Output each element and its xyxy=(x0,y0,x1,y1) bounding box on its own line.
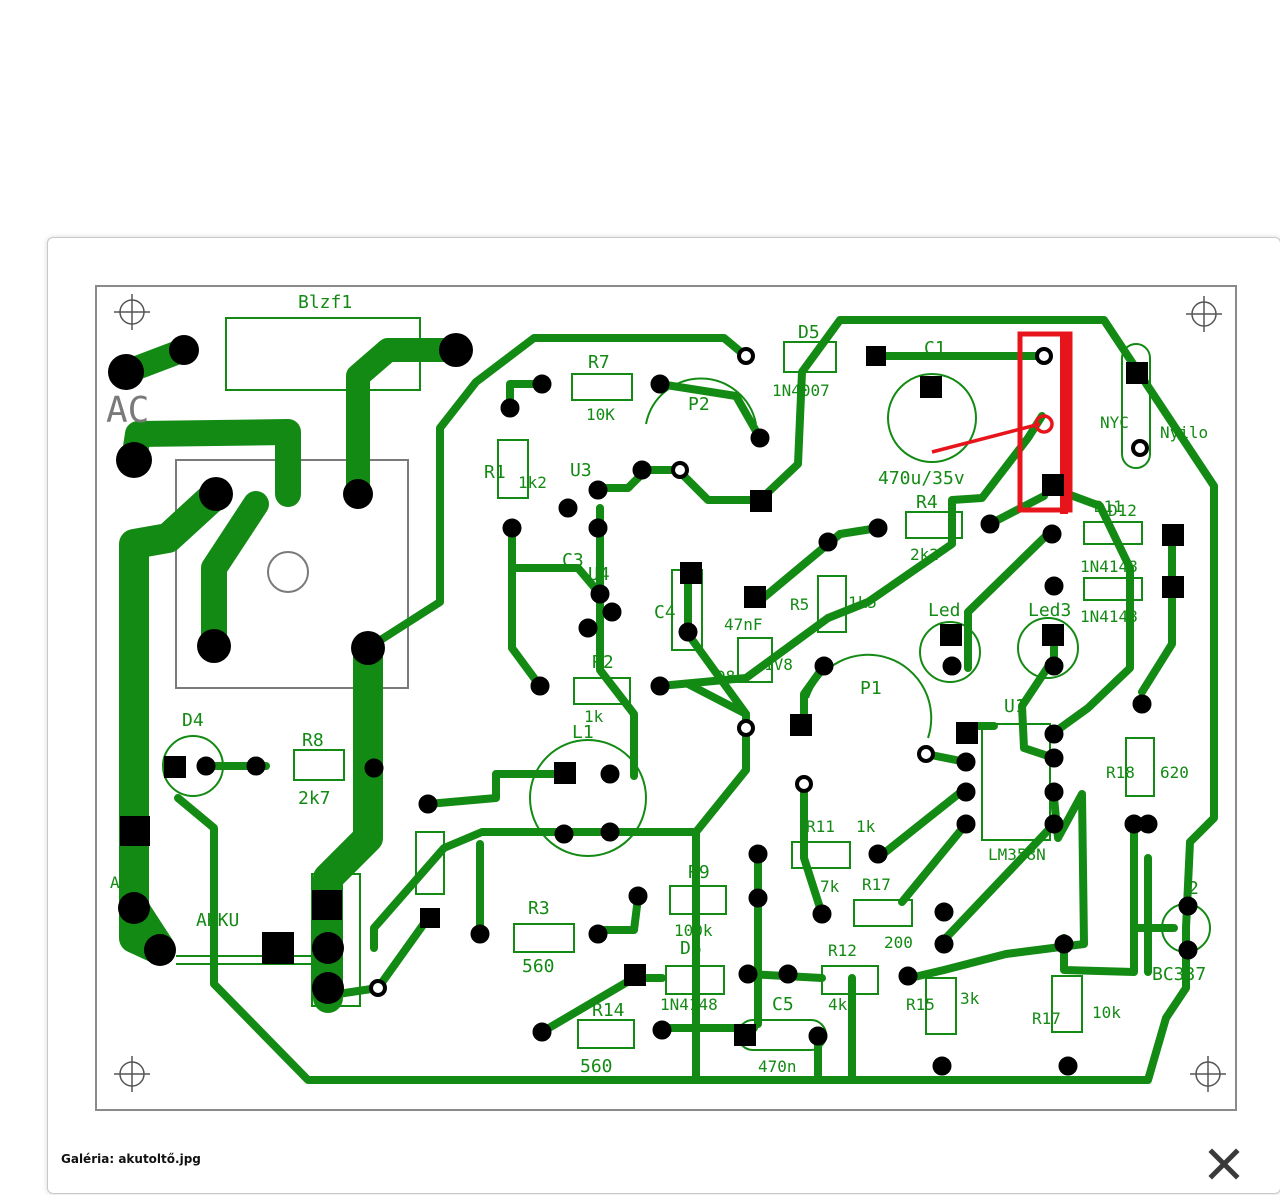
label-r11b: 7k xyxy=(820,877,840,896)
label-r12: R12 xyxy=(828,941,857,960)
label-p2: P2 xyxy=(688,394,710,415)
mounting-hole-bl xyxy=(114,1056,150,1092)
label-r4v: 2k2 xyxy=(910,545,939,564)
label-r4: R4 xyxy=(916,492,938,513)
pcb-image: Blzf1 AC R7 10K P2 D5 1N4007 C1 470u/35v… xyxy=(95,285,1237,1111)
label-r11v: 1k xyxy=(856,817,876,836)
label-r17: R17 xyxy=(862,875,891,894)
label-d5: D5 xyxy=(798,322,820,343)
label-r3: R3 xyxy=(528,898,550,919)
label-d6v: 1N4148 xyxy=(660,995,718,1014)
label-r8: R8 xyxy=(302,730,324,751)
label-r15: R15 xyxy=(906,995,935,1014)
label-r2: R2 xyxy=(592,652,614,673)
caption-filename: akutoltő.jpg xyxy=(118,1152,201,1166)
label-r14: R14 xyxy=(592,1000,625,1021)
label-r11: R11 xyxy=(806,817,835,836)
mounting-hole-tl xyxy=(114,294,150,330)
copper-traces xyxy=(114,316,1218,1084)
label-c3: C3 xyxy=(562,550,584,571)
label-d4: D4 xyxy=(182,710,204,731)
label-r7v: 10K xyxy=(586,405,615,424)
label-c1v: 470u/35v xyxy=(878,468,965,489)
label-led: Led xyxy=(928,600,961,621)
label-r9: R9 xyxy=(688,862,710,883)
label-r17b: 200 xyxy=(884,933,913,952)
label-l1: L1 xyxy=(572,722,594,743)
label-u3: U3 xyxy=(570,460,592,481)
label-c1: C1 xyxy=(924,338,946,359)
label-r14v: 560 xyxy=(580,1056,613,1077)
label-u1: U1 xyxy=(1004,696,1026,717)
close-icon[interactable] xyxy=(1206,1146,1242,1182)
label-r1: R1 xyxy=(484,462,506,483)
label-c4: C4 xyxy=(654,602,676,623)
label-c5: C5 xyxy=(772,994,794,1015)
label-r5v: 1k5 xyxy=(848,593,877,612)
label-d12v: 1N4148 xyxy=(1080,607,1138,626)
label-d6: D6 xyxy=(680,938,702,959)
silkscreen xyxy=(162,317,1211,1051)
label-akku: Akku xyxy=(110,873,149,892)
board-border xyxy=(95,285,1237,1111)
label-r17b2: R17 xyxy=(1032,1009,1061,1028)
label-r7: R7 xyxy=(588,352,610,373)
label-blz: Blzf1 xyxy=(298,292,352,313)
label-akku2: AKKU xyxy=(196,910,239,931)
label-r12v: 4k7 xyxy=(828,995,857,1014)
label-r17v: 10k xyxy=(1092,1003,1121,1022)
label-d12: D12 xyxy=(1108,501,1137,520)
label-r2v: 1k xyxy=(584,707,604,726)
mounting-hole-br xyxy=(1190,1056,1226,1092)
label-r5: R5 xyxy=(790,595,809,614)
label-d11: D11 xyxy=(1094,497,1123,516)
mounting-hole-tr xyxy=(1186,296,1222,332)
label-nyc: NYC xyxy=(1100,413,1129,432)
label-c4v: 47nF xyxy=(724,615,763,634)
label-r9v: 100k xyxy=(674,921,713,940)
label-d8: D8 xyxy=(716,667,735,686)
label-r3v: 560 xyxy=(522,956,555,977)
label-u4: U4 xyxy=(588,564,610,585)
label-nyilo: Nyilo xyxy=(1160,423,1208,442)
label-d8v: 1V8 xyxy=(764,655,793,674)
label-r18: R18 xyxy=(1106,763,1135,782)
gallery-caption: Galéria: akutoltő.jpg xyxy=(61,1152,201,1166)
label-r1v: 1k2 xyxy=(518,473,547,492)
label-led3: Led3 xyxy=(1028,600,1071,621)
label-r15v: 3k xyxy=(960,989,980,1008)
label-bc: BC337 xyxy=(1152,964,1206,985)
label-t2: 2 xyxy=(1188,878,1199,899)
image-lightbox: Blzf1 AC R7 10K P2 D5 1N4007 C1 470u/35v… xyxy=(47,237,1280,1194)
label-u1v: LM358N xyxy=(988,845,1046,864)
pads xyxy=(108,333,1198,1076)
label-r8v: 2k7 xyxy=(298,788,331,809)
label-d11v: 1N4148 xyxy=(1080,557,1138,576)
label-c5v: 470n xyxy=(758,1057,797,1076)
label-ac: AC xyxy=(106,390,149,431)
caption-prefix: Galéria: xyxy=(61,1152,115,1166)
label-d5v: 1N4007 xyxy=(772,381,830,400)
label-p1: P1 xyxy=(860,678,882,699)
label-r18v: 620 xyxy=(1160,763,1189,782)
